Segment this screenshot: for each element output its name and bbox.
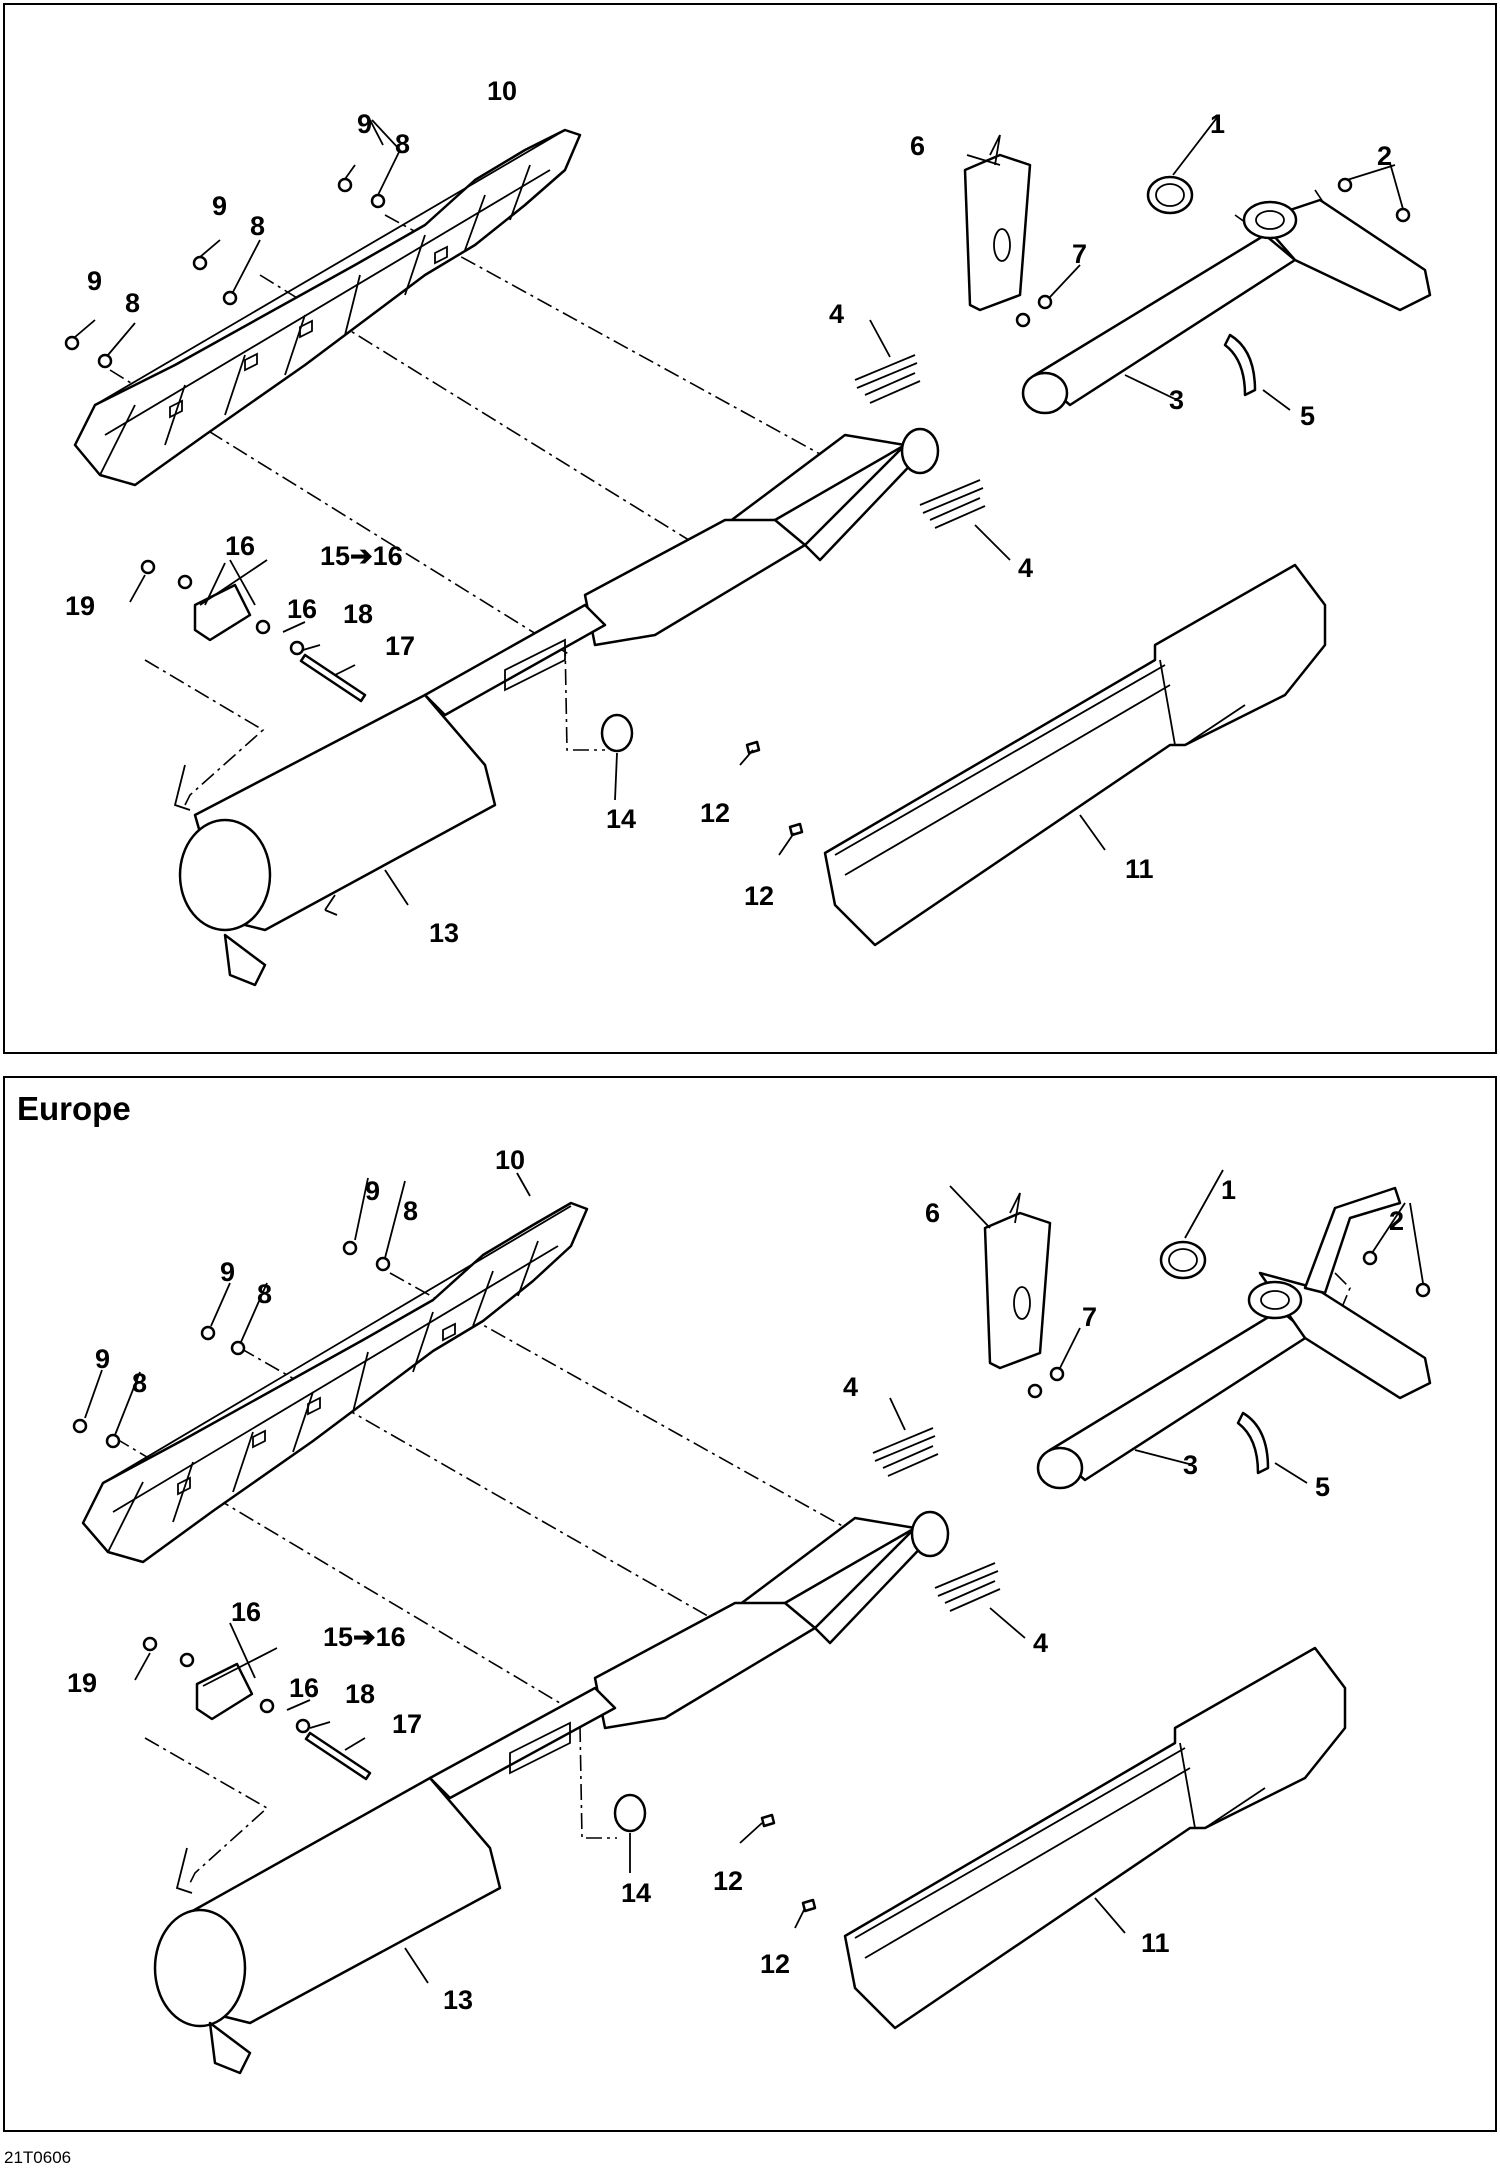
callout-11: 11	[1141, 1928, 1170, 1958]
callout-1: 1	[1210, 109, 1225, 139]
callout-5: 5	[1315, 1472, 1330, 1502]
callout-10: 10	[487, 76, 517, 106]
callout-5: 5	[1300, 401, 1315, 431]
part-13-muffler	[173, 427, 940, 987]
hardware-fasteners	[72, 1240, 1431, 1913]
callout-14: 14	[606, 804, 636, 834]
callout-10: 10	[495, 1145, 525, 1175]
part-13-muffler	[153, 1510, 950, 2075]
callout-17: 17	[385, 631, 415, 661]
part-3-exhaust-pipe	[1021, 198, 1432, 415]
callout-8c: 8	[125, 288, 140, 318]
callout-19: 19	[67, 1668, 97, 1698]
region-label-europe: Europe	[17, 1090, 131, 1127]
part-1-gasket	[1159, 1240, 1207, 1280]
callout-labels: 1 2 3 4 4 5 6 7 8 8 8 9 9 9 10 11 12 12 …	[67, 1145, 1404, 2015]
callout-2: 2	[1389, 1206, 1404, 1236]
callout-9a: 9	[365, 1176, 380, 1206]
part-6-bracket	[963, 134, 1032, 312]
callout-13: 13	[443, 1985, 473, 2015]
exploded-view-europe: 1 2 3 4 4 5 6 7 8 8 8 9 9 9 10 11 12 12 …	[67, 1145, 1432, 2075]
callout-7: 7	[1082, 1302, 1097, 1332]
callout-3: 3	[1169, 385, 1184, 415]
part-11-heat-shield	[843, 1646, 1347, 2030]
callout-4b: 4	[1033, 1628, 1048, 1658]
callout-4a: 4	[829, 299, 844, 329]
callout-15: 15➔16	[323, 1622, 406, 1652]
callout-16b: 16	[289, 1673, 319, 1703]
part-6-bracket	[983, 1192, 1052, 1370]
callout-8a: 8	[403, 1196, 418, 1226]
callout-9c: 9	[95, 1344, 110, 1374]
callout-18: 18	[345, 1679, 375, 1709]
callout-labels: 1 2 3 4 4 5 6 7 8 8 8 9 9 9 10 11 12 12 …	[65, 76, 1392, 948]
part-5-gasket	[1223, 333, 1257, 397]
callout-16a: 16	[225, 531, 255, 561]
callout-4b: 4	[1018, 553, 1033, 583]
callout-18: 18	[343, 599, 373, 629]
callout-8b: 8	[257, 1279, 272, 1309]
part-5-gasket	[1236, 1411, 1270, 1475]
part-4-springs-upper	[872, 1427, 1001, 1612]
callout-1: 1	[1221, 1175, 1236, 1205]
callout-6: 6	[925, 1198, 940, 1228]
leader-lines	[74, 114, 1404, 906]
callout-9c: 9	[87, 266, 102, 296]
callout-12b: 12	[760, 1949, 790, 1979]
callout-9b: 9	[220, 1257, 235, 1287]
callout-9a: 9	[357, 109, 372, 139]
callout-8a: 8	[395, 129, 410, 159]
callout-12a: 12	[713, 1866, 743, 1896]
callout-9b: 9	[212, 191, 227, 221]
callout-16b: 16	[287, 594, 317, 624]
part-10-heat-shield	[73, 128, 582, 487]
part-11-heat-shield	[823, 563, 1327, 947]
exploded-view-standard: 1 2 3 4 4 5 6 7 8 8 8 9 9 9 10 11 12 12 …	[64, 76, 1432, 987]
drawing-code: 21T0606	[4, 2148, 72, 2167]
exhaust-diagram-standard: 1 2 3 4 4 5 6 7 8 8 8 9 9 9 10 11 12 12 …	[3, 3, 1497, 1054]
part-1-gasket	[1146, 175, 1194, 215]
callout-11: 11	[1125, 854, 1154, 884]
callout-17: 17	[392, 1709, 422, 1739]
callout-13: 13	[429, 918, 459, 948]
callout-12a: 12	[700, 798, 730, 828]
callout-15: 15➔16	[320, 541, 403, 571]
part-10-heat-shield	[81, 1201, 589, 1564]
part-4-springs-upper	[854, 354, 986, 529]
callout-6: 6	[910, 131, 925, 161]
part-3-exhaust-pipe	[1036, 1186, 1432, 1490]
callout-4a: 4	[843, 1372, 858, 1402]
callout-7: 7	[1072, 239, 1087, 269]
callout-14: 14	[621, 1878, 651, 1908]
callout-16a: 16	[231, 1597, 261, 1627]
exhaust-diagram-europe: Europe	[3, 1076, 1497, 2132]
callout-8c: 8	[132, 1368, 147, 1398]
leader-lines	[84, 1169, 1424, 1984]
callout-12b: 12	[744, 881, 774, 911]
callout-3: 3	[1183, 1450, 1198, 1480]
callout-19: 19	[65, 591, 95, 621]
callout-8b: 8	[250, 211, 265, 241]
callout-2: 2	[1377, 141, 1392, 171]
